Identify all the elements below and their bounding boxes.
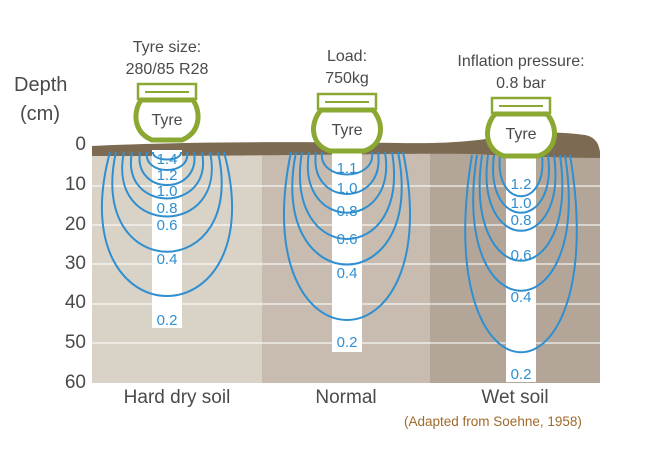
- hard-soil-bulb-7: [101, 151, 233, 297]
- tyre-hard-soil: [133, 82, 201, 143]
- hard-value-7: 0.2: [157, 312, 178, 329]
- load-value: 750kg: [325, 70, 369, 87]
- normal-soil-bulb-1: [320, 151, 374, 176]
- tyre-size-label: Tyre size:: [132, 39, 202, 56]
- depth-tick-20: 20: [64, 214, 86, 235]
- normal-value-5: 0.4: [337, 265, 358, 282]
- hard-soil-bulb-4: [129, 151, 205, 200]
- wet-value-2: 1.0: [511, 195, 532, 212]
- axis-title-depth: Depth: [14, 74, 68, 96]
- depth-tick-40: 40: [64, 292, 86, 313]
- tyre-label-wet: Tyre: [505, 126, 536, 143]
- tyre-normal: [311, 92, 383, 154]
- normal-value-3: 0.8: [337, 203, 358, 220]
- wet-soil-bulb-3: [485, 154, 557, 232]
- hard-soil-values: 1.4 1.2 1.0 0.8 0.6 0.4 0.2: [157, 151, 178, 329]
- normal-value-1: 1.1: [337, 160, 358, 177]
- wet-soil-bulb-5: [472, 154, 570, 292]
- hard-value-4: 0.8: [157, 200, 178, 217]
- wet-soil-bulb-6: [464, 154, 578, 353]
- hard-soil-bulb-1: [152, 151, 182, 161]
- wet-value-3: 0.8: [511, 212, 532, 229]
- tyre-label-normal: Tyre: [331, 122, 362, 139]
- depth-tick-30: 30: [64, 253, 86, 274]
- hard-value-1: 1.4: [157, 151, 178, 168]
- hard-value-3: 1.0: [157, 183, 178, 200]
- normal-soil-bulb-6: [283, 151, 411, 321]
- soil-label-normal: Normal: [315, 387, 377, 408]
- source-citation: (Adapted from Soehne, 1958): [404, 414, 582, 429]
- wet-soil-probe-column: [506, 152, 536, 382]
- hard-soil-bulb-2: [145, 151, 189, 171]
- wet-soil-bulb-1: [498, 154, 544, 198]
- normal-soil-bulb-4: [299, 151, 395, 240]
- wet-value-1: 1.2: [511, 176, 532, 193]
- normal-soil-bulb-2: [314, 151, 380, 195]
- hard-soil-bulb-6: [111, 151, 223, 253]
- soil-label-wet: Wet soil: [481, 387, 549, 408]
- tyre-label-hard: Tyre: [151, 112, 182, 129]
- normal-soil-values: 1.1 1.0 0.8 0.6 0.4 0.2: [337, 160, 358, 351]
- wet-value-6: 0.2: [511, 366, 532, 383]
- wet-soil-bulb-2: [492, 154, 550, 214]
- hard-soil-probe-column: [152, 150, 182, 328]
- normal-soil-bulb-5: [291, 151, 403, 266]
- normal-value-6: 0.2: [337, 334, 358, 351]
- inflation-pressure-label: Inflation pressure:: [457, 53, 585, 70]
- soil-label-hard-dry: Hard dry soil: [123, 387, 231, 408]
- normal-value-2: 1.0: [337, 180, 358, 197]
- hard-value-5: 0.6: [157, 217, 178, 234]
- depth-tick-60: 60: [64, 372, 86, 393]
- depth-tick-0: 0: [75, 134, 86, 155]
- normal-value-4: 0.6: [337, 231, 358, 248]
- wet-soil-bulb-4: [478, 154, 564, 262]
- hard-value-2: 1.2: [157, 167, 178, 184]
- load-label: Load:: [326, 48, 368, 65]
- normal-soil-bulb-3: [306, 151, 388, 214]
- wet-value-4: 0.6: [511, 247, 532, 264]
- depth-tick-50: 50: [64, 332, 86, 353]
- hard-soil-pressure-bulbs: [101, 151, 233, 297]
- hard-soil-bulb-3: [138, 151, 196, 186]
- normal-soil-pressure-bulbs: [283, 151, 411, 321]
- wet-soil-pressure-bulbs: [464, 154, 578, 353]
- depth-tick-10: 10: [64, 174, 86, 195]
- inflation-pressure-value: 0.8 bar: [496, 75, 546, 92]
- hard-value-6: 0.4: [157, 251, 178, 268]
- wet-soil-values: 1.2 1.0 0.8 0.6 0.4 0.2: [511, 176, 532, 383]
- tyre-wet-soil: [485, 96, 557, 159]
- wet-value-5: 0.4: [511, 289, 532, 306]
- hard-soil-bulb-5: [121, 151, 213, 218]
- tyre-size-value: 280/85 R28: [125, 61, 209, 78]
- axis-title-unit: (cm): [20, 103, 60, 125]
